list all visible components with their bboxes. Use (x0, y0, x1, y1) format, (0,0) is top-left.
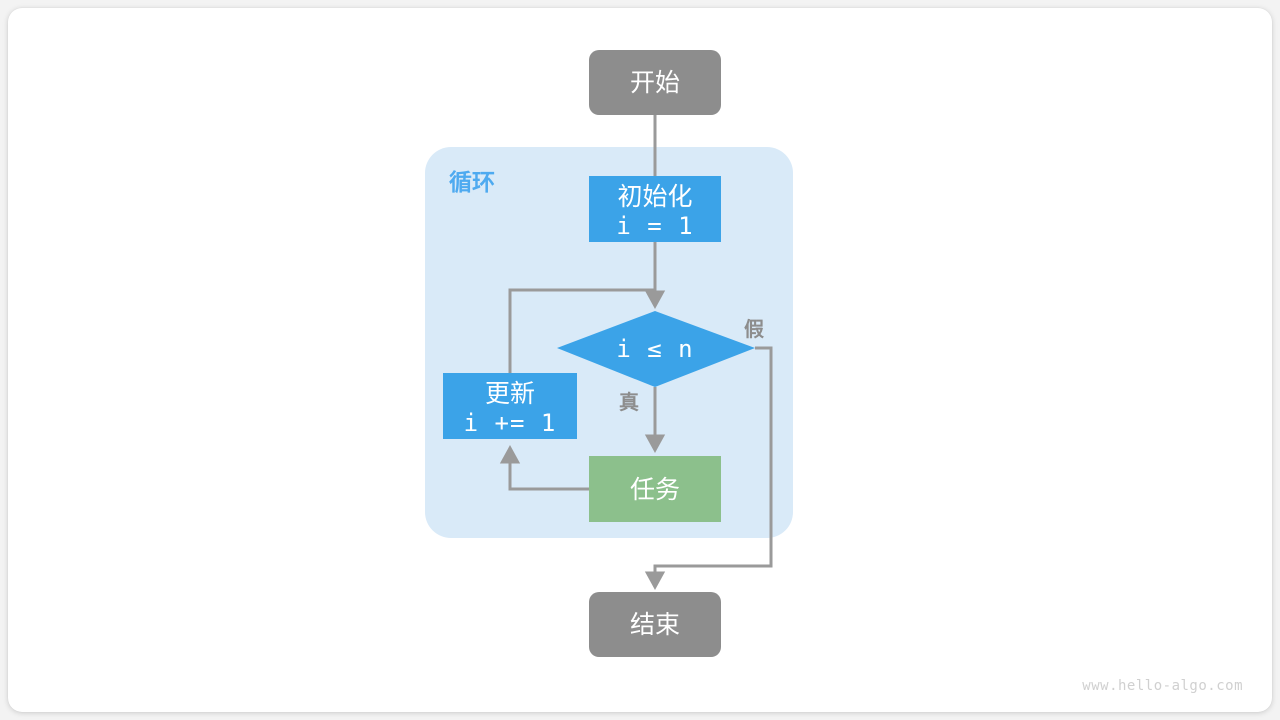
node-task-label: 任务 (630, 476, 680, 504)
edge-label-false: 假 (744, 317, 765, 341)
node-end[interactable]: 结束 (589, 592, 721, 657)
watermark: www.hello-algo.com (1082, 678, 1243, 694)
node-init-sub: i = 1 (616, 212, 693, 240)
node-end-label: 结束 (630, 611, 680, 639)
node-task[interactable]: 任务 (589, 456, 721, 522)
node-update-label: 更新 (485, 380, 535, 408)
edge-label-true: 真 (619, 390, 639, 414)
node-condition-shape (557, 311, 755, 387)
node-condition[interactable]: i ≤ n (557, 311, 755, 387)
node-end-shape (589, 592, 721, 657)
node-task-shape (589, 456, 721, 522)
node-start-shape (589, 50, 721, 115)
edge-condition-false-to-end (644, 346, 773, 591)
edge-task-to-update (499, 444, 589, 491)
loop-region-label: 循环 (449, 169, 495, 195)
edge-update-to-condition (508, 288, 655, 373)
node-condition-sub: i ≤ n (616, 335, 693, 363)
node-init[interactable]: 初始化 i = 1 (589, 176, 721, 242)
node-start-label: 开始 (630, 69, 680, 97)
node-init-shape (589, 176, 721, 242)
node-update[interactable]: 更新 i += 1 (443, 373, 577, 439)
node-update-shape (443, 373, 577, 439)
node-update-sub: i += 1 (464, 409, 557, 437)
node-start[interactable]: 开始 (589, 50, 721, 115)
node-init-label: 初始化 (617, 183, 692, 211)
